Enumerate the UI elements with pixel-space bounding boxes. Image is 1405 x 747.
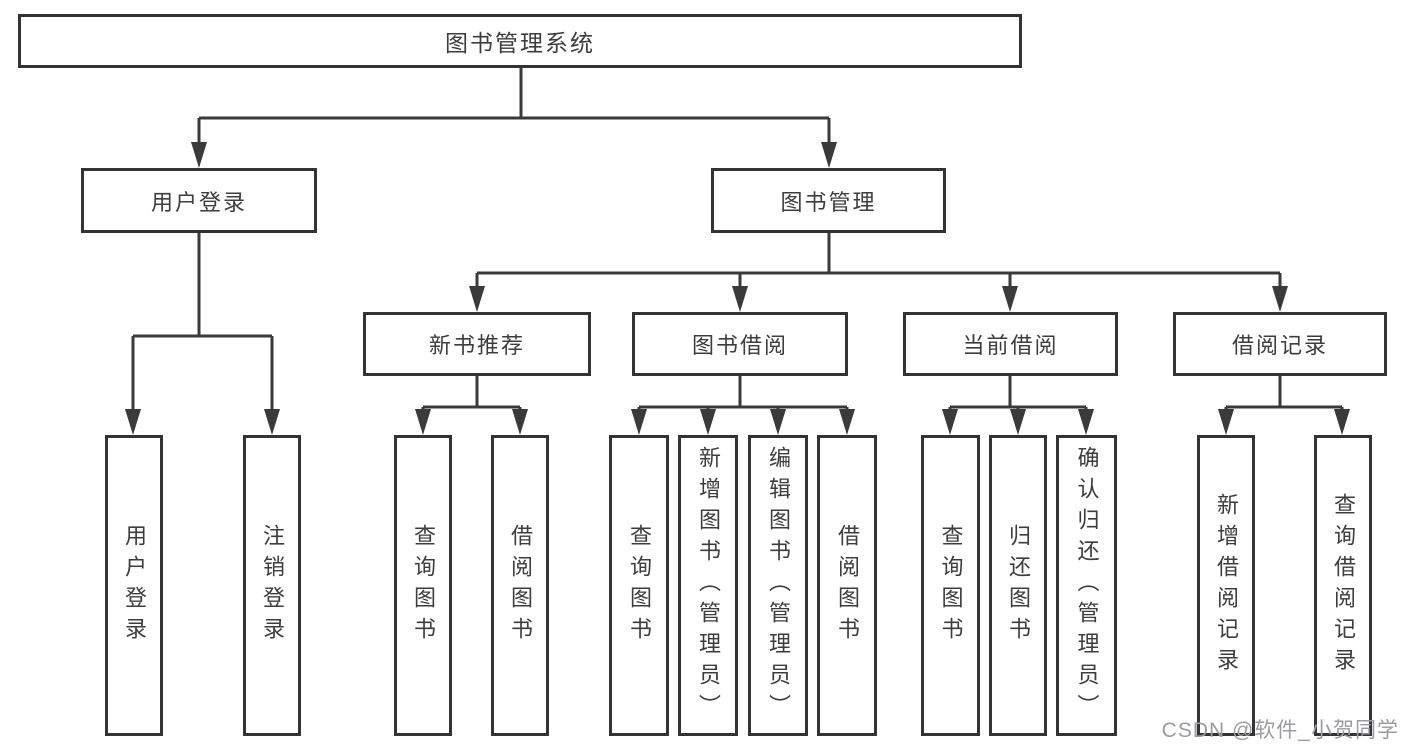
node-label: 注销登录 — [260, 523, 285, 648]
node-label: 借阅图书 — [508, 523, 533, 648]
leaf-borrow-add-book-admin: 新增图书（管理员） — [678, 435, 738, 736]
node-label: 编辑图书（管理员） — [766, 446, 791, 725]
node-label: 新增借阅记录 — [1214, 492, 1239, 679]
leaf-current-query-book: 查询图书 — [921, 435, 980, 736]
leaf-newbook-borrow-book: 借阅图书 — [491, 435, 549, 736]
node-label: 图书管理系统 — [445, 30, 595, 56]
leaf-newbook-query-book: 查询图书 — [394, 435, 452, 736]
node-label: 查询图书 — [411, 523, 436, 648]
node-label: 当前借阅 — [962, 333, 1059, 358]
node-label: 借阅图书 — [835, 523, 860, 648]
leaf-borrow-borrow-book: 借阅图书 — [817, 435, 877, 736]
leaf-current-confirm-return-admin: 确认归还（管理员） — [1056, 435, 1117, 736]
node-label: 查询图书 — [938, 523, 964, 648]
node-label: 用户登录 — [150, 189, 247, 215]
arrowheads — [125, 142, 1350, 435]
node-label: 用户登录 — [122, 523, 147, 648]
node-user-login: 用户登录 — [81, 168, 317, 233]
csdn-watermark: CSDN @软件_小贺同学 — [1161, 719, 1399, 742]
leaf-user-login: 用户登录 — [105, 435, 163, 736]
node-label: 新书推荐 — [428, 333, 525, 358]
leaf-borrow-edit-book-admin: 编辑图书（管理员） — [748, 435, 808, 736]
node-current-borrow: 当前借阅 — [903, 312, 1118, 376]
node-label: 图书管理 — [780, 189, 877, 215]
node-label: 查询图书 — [627, 523, 652, 648]
leaf-current-return-book: 归还图书 — [989, 435, 1047, 736]
node-label: 借阅记录 — [1231, 333, 1328, 358]
node-label: 图书借阅 — [691, 333, 788, 358]
node-label: 归还图书 — [1006, 523, 1031, 648]
node-label: 确认归还（管理员） — [1074, 446, 1100, 725]
leaf-borrow-query-book: 查询图书 — [609, 435, 669, 736]
node-label: 新增图书（管理员） — [696, 446, 721, 725]
leaf-record-add-record: 新增借阅记录 — [1197, 435, 1255, 736]
node-new-book-recommend: 新书推荐 — [363, 312, 591, 376]
node-book-borrow: 图书借阅 — [632, 312, 848, 376]
leaf-logout: 注销登录 — [243, 435, 301, 736]
node-book-management: 图书管理 — [711, 168, 946, 233]
leaf-record-query-record: 查询借阅记录 — [1314, 435, 1372, 736]
node-library-management-system: 图书管理系统 — [18, 14, 1022, 68]
node-label: 查询借阅记录 — [1331, 492, 1356, 679]
node-borrow-record: 借阅记录 — [1173, 312, 1387, 376]
